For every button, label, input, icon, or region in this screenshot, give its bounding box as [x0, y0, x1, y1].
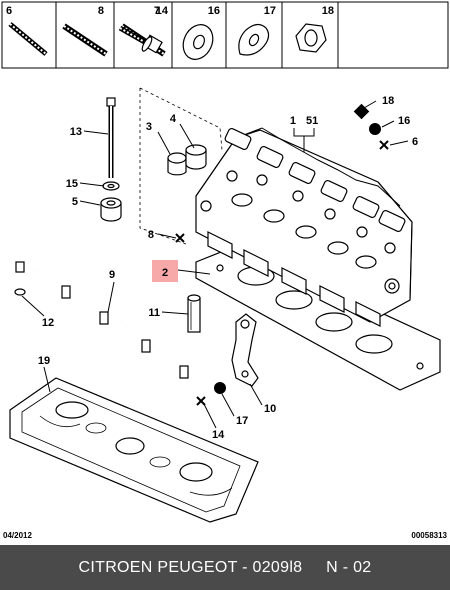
document-number: 00058313 — [411, 531, 447, 540]
screw-6[interactable] — [379, 140, 389, 150]
callout-11[interactable]: 11 — [148, 307, 160, 319]
assembly-outline — [139, 87, 223, 245]
tappet-4[interactable] — [185, 144, 207, 170]
highlight-box — [152, 260, 178, 282]
header-cell-17[interactable]: 17 — [238, 5, 276, 56]
footer-bar: CITROEN PEUGEOT - 0209l8 N - 02 — [0, 545, 450, 590]
callout-3[interactable]: 3 — [146, 121, 152, 133]
callout-6[interactable]: 6 — [412, 136, 418, 148]
bolt-washer[interactable] — [102, 181, 120, 191]
lifting-bracket[interactable] — [231, 313, 259, 387]
callout-labels: 13 15 5 3 4 1 51 18 16 6 8 2 9 12 11 19 … — [38, 95, 418, 441]
hex-nut-icon — [295, 23, 327, 53]
washer-icon — [182, 24, 214, 60]
tappet-3[interactable] — [167, 152, 187, 176]
callout-12[interactable]: 12 — [42, 317, 54, 329]
callout-13[interactable]: 13 — [70, 126, 82, 138]
flange-bolt-icon — [118, 25, 163, 54]
header-cell-14[interactable]: 14 — [118, 5, 169, 54]
callout-5[interactable]: 5 — [72, 196, 78, 208]
gasket-set[interactable] — [9, 377, 259, 523]
bolt-14[interactable] — [196, 396, 206, 406]
shaped-washer-icon — [238, 23, 270, 56]
header-parts-strip: 6 8 7 14 — [1, 1, 449, 69]
washer-16[interactable] — [369, 123, 381, 135]
callout-15[interactable]: 15 — [66, 178, 78, 190]
callout-4[interactable]: 4 — [170, 113, 177, 125]
callout-9[interactable]: 9 — [109, 269, 115, 281]
callout-14[interactable]: 14 — [212, 429, 225, 441]
callout-17[interactable]: 17 — [236, 415, 248, 427]
callout-18[interactable]: 18 — [382, 95, 394, 107]
dowel-pin[interactable] — [187, 294, 201, 333]
callout-19[interactable]: 19 — [38, 355, 50, 367]
stud-8[interactable] — [175, 233, 185, 243]
callout-51[interactable]: 51 — [306, 115, 318, 127]
fuel-rail[interactable] — [15, 261, 189, 379]
header-part-number: 7 — [154, 5, 160, 17]
header-cell-6[interactable]: 6 — [6, 5, 48, 56]
callout-8[interactable]: 8 — [148, 229, 154, 241]
dowel-bushing[interactable] — [100, 197, 122, 222]
head-bolt[interactable] — [106, 97, 116, 178]
header-part-number: 8 — [98, 5, 104, 17]
header-part-number: 14 — [156, 5, 169, 17]
leader-lines — [21, 100, 409, 429]
callout-16[interactable]: 16 — [398, 115, 410, 127]
footer-caption: CITROEN PEUGEOT - 0209l8 N - 02 — [78, 558, 372, 576]
header-part-number: 17 — [264, 5, 276, 17]
callout-1[interactable]: 1 — [290, 115, 296, 127]
header-cell-18[interactable]: 18 — [295, 5, 334, 53]
header-cell-8[interactable]: 8 — [62, 5, 108, 57]
header-cell-16[interactable]: 16 — [178, 5, 220, 64]
washer-17[interactable] — [214, 382, 226, 394]
stud-icon — [62, 23, 108, 57]
diagram-date: 04/2012 — [3, 531, 32, 540]
screw-icon — [8, 22, 48, 56]
header-part-number: 6 — [6, 5, 12, 17]
header-part-number: 18 — [322, 5, 334, 17]
cylinder-head[interactable] — [195, 127, 413, 327]
rail-seal[interactable] — [14, 288, 26, 296]
callout-10[interactable]: 10 — [264, 403, 276, 415]
callout-2[interactable]: 2 — [162, 267, 168, 279]
header-part-number: 16 — [208, 5, 220, 17]
